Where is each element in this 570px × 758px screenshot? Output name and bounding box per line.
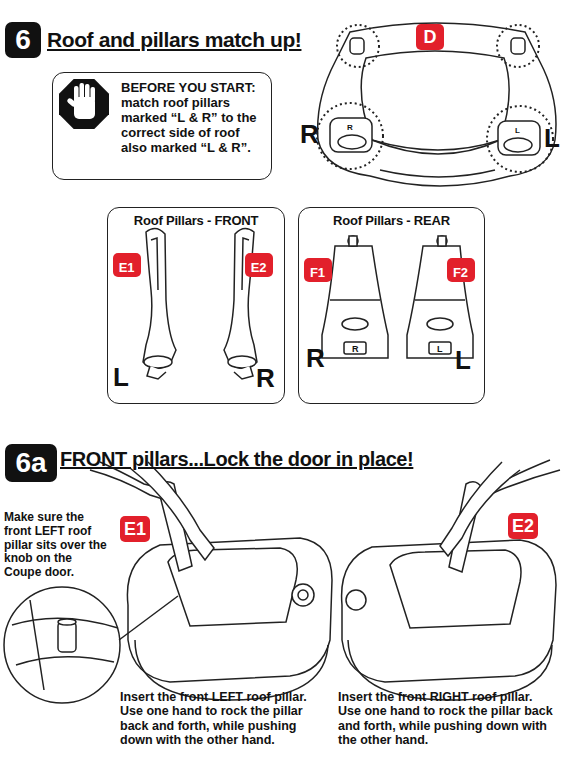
drawing-part [322,246,388,358]
drawing-part [349,236,357,246]
step-title: Roof and pillars match up! [47,29,301,50]
side-mark: R [352,344,359,354]
front-pillars [143,228,257,379]
drawing-part [380,170,495,177]
drawing-part [407,236,473,358]
drawing-part [372,140,500,154]
drawing-part [497,25,539,67]
drawing-part [337,25,379,67]
drawing-part [330,299,380,301]
stop-sign [59,79,109,129]
box-text: Roof Pillars - FRONT [108,213,284,228]
right-coupe-scene [342,460,560,700]
drawing-part [16,657,114,665]
drawing-part [151,238,158,290]
drawing-part [342,540,556,682]
drawing-part [498,121,540,155]
side-mark: L [437,344,443,354]
left-coupe-scene [4,462,332,703]
drawing-part [130,462,214,560]
part-badge: E1 [113,253,141,277]
roof-illustration [317,23,556,186]
drawing-part [317,103,383,169]
drawing-part [292,584,314,606]
badge-text: E2 [512,517,534,535]
badge-text: D [424,28,437,46]
drawing-part [80,83,85,101]
drawing-part [147,366,166,379]
drawing-part [4,587,120,703]
drawing-part [298,590,308,600]
part-badge: E2 [508,513,538,539]
drawing-part [58,619,76,625]
badge-text: F1 [310,266,325,279]
side-letter: R [300,120,319,150]
note-text: Make sure the front LEFT roof pillar sit… [4,511,108,580]
drawing-part [143,228,176,379]
drawing-part [85,84,90,101]
part-badge: F2 [447,258,475,282]
badge-text: E1 [119,261,135,274]
box-text: Roof Pillars - REAR [299,213,484,228]
badge-text: 6 [15,26,31,54]
drawing-part [504,138,532,152]
drawing-part [59,79,109,129]
drawing-part [119,596,178,640]
badge-text: E2 [251,261,267,274]
side-letter: L [113,363,129,393]
part-badge: D [416,24,444,50]
drawing-part [487,106,553,172]
drawing-part [348,236,358,246]
rear-pillars [322,236,473,358]
drawing-part [346,590,366,610]
drawing-part [91,87,96,102]
instruction-text: Insert the front LEFT roof pillar. Use o… [120,690,328,748]
drawing-part [318,23,556,186]
drawing-part [143,228,176,368]
drawing-part [511,38,525,54]
drawing-part [350,38,364,54]
drawing-part [74,86,79,102]
drawing-part [330,118,372,152]
side-mark: R [347,123,353,132]
step-number: 6 [5,22,41,58]
side-letter: L [455,346,471,376]
side-letter: R [256,364,275,394]
step-number: 6a [5,444,57,482]
badge-text: F2 [453,266,468,279]
drawing-part [344,342,366,354]
drawing-part [224,228,257,379]
part-badge: F1 [304,258,332,282]
drawing-part [58,622,76,652]
badge-text: E1 [124,520,146,538]
side-letter: L [544,124,560,154]
drawing-part [30,600,44,690]
part-badge: E2 [245,253,273,277]
step-title: FRONT pillars...Lock the door in place! [60,449,413,469]
badge-text: 6a [15,449,46,477]
drawing-part [144,356,172,368]
side-letter: R [306,344,325,374]
drawing-part [322,236,388,358]
instruction-text: Insert the front RIGHT roof pillar. Use … [338,690,553,748]
part-badge: E1 [120,516,150,542]
drawing-part [66,97,77,107]
side-mark: L [515,126,520,135]
box-text: BEFORE YOU START: match roof pillars mar… [121,80,267,155]
drawing-part [338,135,366,149]
drawing-part [342,318,368,330]
drawing-part [440,462,520,556]
warning-box: BEFORE YOU START: match roof pillars mar… [52,72,272,180]
